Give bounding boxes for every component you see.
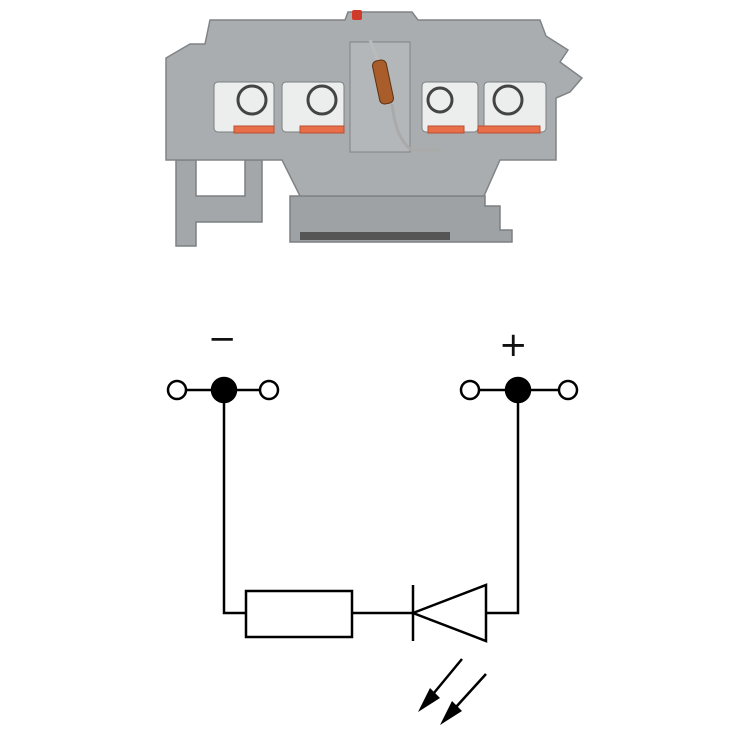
negative-terminal xyxy=(166,376,280,404)
din-rail-foot xyxy=(289,195,513,243)
led-indicator xyxy=(352,10,362,20)
resistor-symbol-icon xyxy=(244,589,354,639)
resistor-lead-bottom xyxy=(390,103,440,152)
spring-clamps xyxy=(236,84,524,116)
left-latch-foot xyxy=(175,159,263,247)
negative-sign: − xyxy=(208,319,237,359)
led-symbol-icon xyxy=(409,583,488,725)
terminal-open-right xyxy=(258,379,280,401)
circuit-wires xyxy=(222,402,520,615)
terminal-open-left xyxy=(459,379,481,401)
terminal-connection-dot xyxy=(210,376,238,404)
terminal-connection-dot xyxy=(504,376,532,404)
positive-sign: + xyxy=(499,325,528,365)
clamp-contacts xyxy=(233,125,541,134)
positive-terminal xyxy=(459,376,579,404)
terminal-open-left xyxy=(166,379,188,401)
terminal-open-right xyxy=(557,379,579,401)
resistor-component xyxy=(372,59,394,105)
din-rail-slot xyxy=(300,232,450,240)
circuit-schematic: − + xyxy=(166,319,579,725)
terminal-block-illustration xyxy=(165,10,584,247)
